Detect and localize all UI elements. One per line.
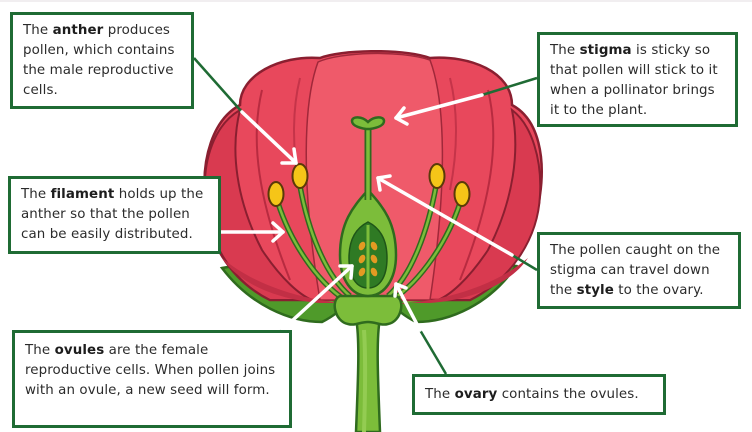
ovule [370, 241, 378, 251]
ovule [358, 254, 366, 264]
anther-text-after: produces pollen, which contains the male… [23, 23, 175, 98]
arrow-ovary [393, 282, 422, 332]
ovules-term: ovules [54, 343, 105, 358]
ovule [358, 267, 366, 277]
style-text-after: to the ovary. [613, 283, 704, 298]
style-text-before: The pollen caught on the stigma can trav… [550, 243, 721, 298]
stem-highlight [362, 329, 368, 432]
receptacle [333, 294, 403, 326]
leader-style [511, 253, 538, 272]
ovule [370, 254, 378, 264]
stem [354, 316, 382, 432]
filament-2-inner [298, 185, 351, 297]
leader-stigma [481, 76, 538, 97]
leader-ovary [418, 329, 448, 375]
ovules-text-before: The [25, 343, 55, 358]
anther-2 [291, 163, 309, 189]
petal-fold-4 [449, 77, 457, 191]
petal-right-outer [437, 107, 542, 301]
stigma-text-before: The [550, 43, 580, 58]
ovary-text-after: contains the ovules. [497, 387, 639, 402]
petal-fold-1 [255, 89, 291, 281]
pointer-arrows [219, 93, 514, 332]
filament-1-inner [276, 202, 346, 302]
label-box-anther: The anther produces pollen, which contai… [10, 12, 194, 109]
style-term: style [576, 283, 614, 298]
petal-fold-2 [459, 89, 495, 281]
ovules-text-after: are the female reproductive cells. When … [25, 343, 276, 398]
label-box-ovary: The ovary contains the ovules. [412, 374, 666, 415]
label-box-filament: The filament holds up the anther so that… [8, 176, 221, 254]
anther-1 [267, 181, 285, 207]
arrow-style [376, 174, 514, 257]
leader-anther [193, 57, 243, 113]
anther-4 [453, 181, 471, 207]
petal-left-outer [203, 107, 313, 301]
label-box-stigma: The stigma is sticky so that pollen will… [537, 32, 738, 127]
arrow-stigma [394, 93, 484, 126]
label-box-ovules: The ovules are the female reproductive c… [12, 330, 292, 428]
label-box-style: The pollen caught on the stigma can trav… [537, 232, 741, 309]
arrow-ovules [280, 264, 354, 332]
filament-text-after: holds up the anther so that the pollen c… [21, 187, 204, 242]
ovary-term: ovary [454, 387, 498, 402]
stigma [350, 116, 386, 131]
top-edge [0, 0, 752, 2]
arrow-anther [240, 110, 298, 165]
ovule [370, 267, 378, 277]
stigma-text-after: is sticky so that pollen will stick to i… [550, 43, 718, 118]
ovule [358, 241, 366, 251]
anther-text-before: The [23, 23, 53, 38]
ovary-text-before: The [425, 387, 455, 402]
anther-term: anther [52, 23, 104, 38]
arrow-filament [219, 221, 285, 243]
stigma-term: stigma [579, 43, 632, 58]
filament-text-before: The [21, 187, 51, 202]
ovules [358, 241, 378, 277]
filament-term: filament [50, 187, 115, 202]
anther-3 [428, 163, 446, 189]
